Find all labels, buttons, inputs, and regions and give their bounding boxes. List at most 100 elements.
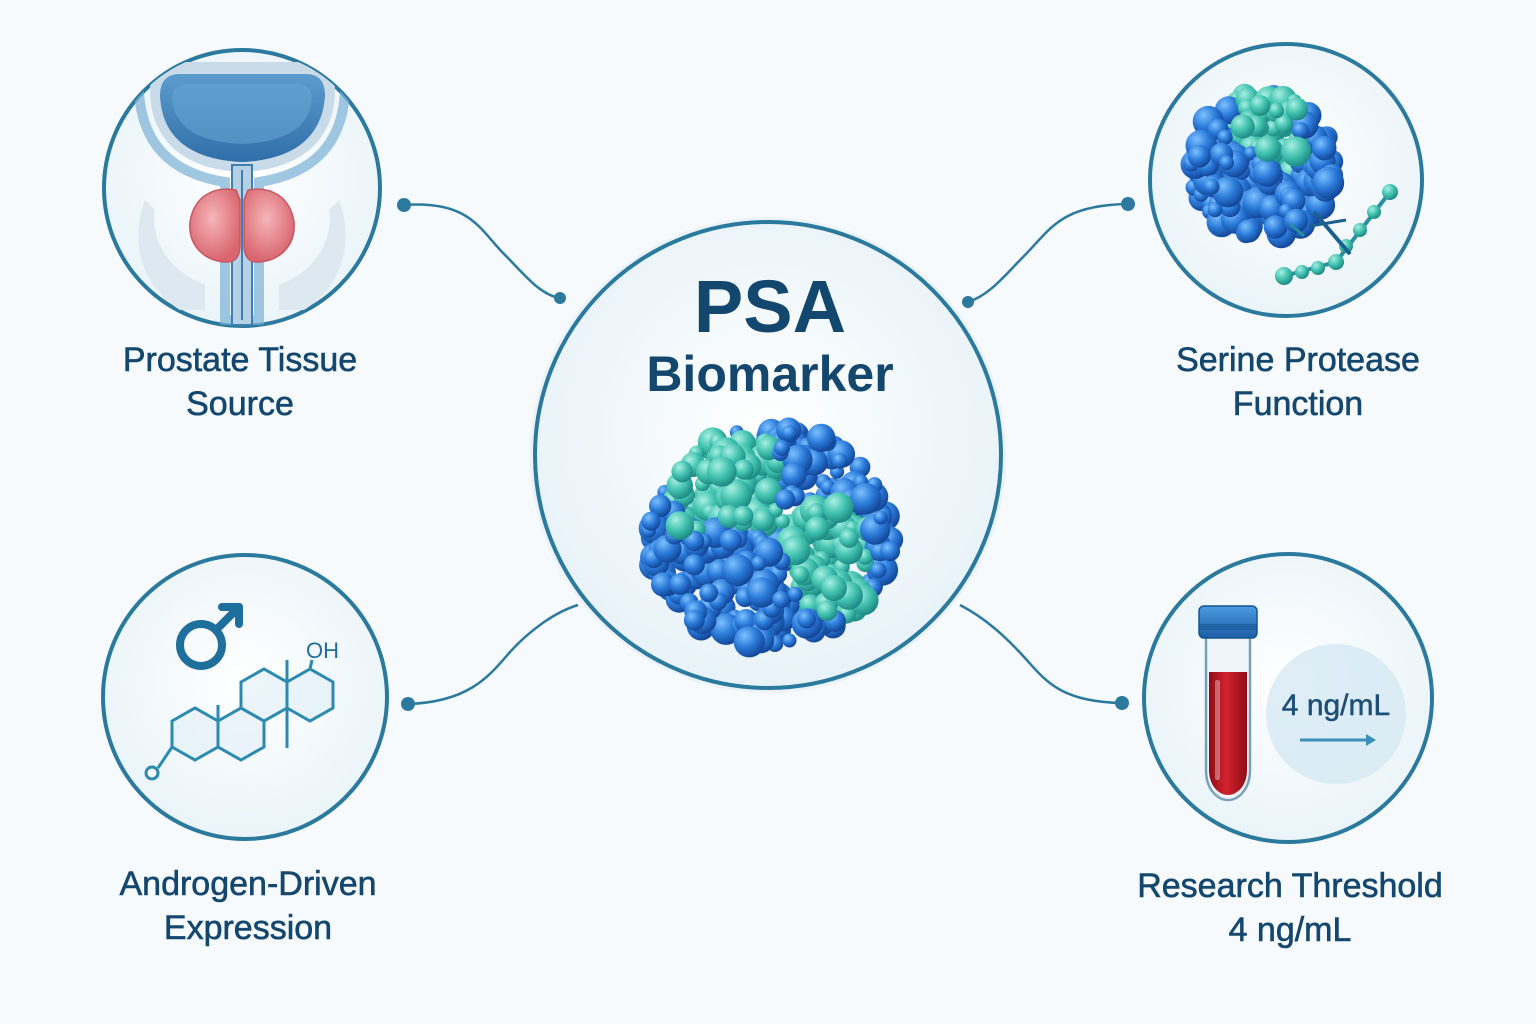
protein-atom (1203, 178, 1220, 195)
protein-atom (1284, 208, 1309, 233)
androgen-label-line1: Androgen-Driven (119, 865, 377, 904)
protein-atom (787, 586, 803, 602)
protein-atom (772, 590, 790, 609)
blood-tube-icon (1198, 605, 1258, 802)
protein-atom (719, 529, 742, 552)
protein-atom (733, 459, 754, 480)
protein-atom (1252, 158, 1282, 187)
protein-atom (1212, 176, 1244, 208)
prostate-lobe-right (243, 188, 295, 263)
connector-bottom-right (959, 603, 1129, 710)
protein-atom (1219, 155, 1235, 171)
protein-atom (1285, 97, 1309, 121)
protein-atom (683, 554, 705, 576)
protein-atom (1268, 102, 1284, 119)
androgen-label-line2: Expression (163, 909, 333, 948)
connector-top-left (397, 198, 566, 304)
center-node (530, 217, 1006, 693)
protease-label-line2: Function (1232, 385, 1364, 424)
protein-atom (820, 575, 847, 601)
prostate-illustration (133, 59, 351, 326)
protein-atom (751, 508, 775, 532)
protein-atom (1311, 135, 1337, 161)
protein-atom (781, 462, 807, 488)
protein-atom (839, 528, 859, 548)
psa-protein-structure (638, 417, 904, 658)
prostate-label-line2: Source (186, 385, 294, 424)
steroid-molecule-icon (144, 659, 335, 781)
protein-atom (774, 489, 796, 510)
threshold-label-line2: 4 ng/mL (1228, 911, 1352, 950)
protein-atom (733, 505, 754, 526)
protein-atom (775, 514, 790, 529)
protein-atom (773, 440, 790, 456)
protein-atom (721, 554, 754, 587)
protein-atom (706, 456, 737, 487)
protease-protein (1180, 83, 1345, 249)
peptide-chain (1275, 184, 1398, 285)
protein-atom (1291, 122, 1310, 140)
protease-label: Serine Protease Function (1098, 338, 1498, 426)
prostate-label: Prostate Tissue Source (40, 338, 440, 426)
protein-atom (822, 492, 854, 524)
protein-atom (651, 572, 676, 597)
threshold-label-line1: Research Threshold (1137, 867, 1443, 906)
androgen-label: Androgen-Driven Expression (48, 862, 448, 950)
protein-atom (797, 610, 816, 629)
protein-atom (1207, 202, 1223, 218)
protein-atom (1187, 144, 1211, 168)
threshold-badge-bg (1266, 644, 1406, 784)
protein-atom (1254, 135, 1281, 162)
protein-atom (1263, 215, 1288, 239)
connector-top-right (962, 197, 1135, 308)
protein-atom (807, 423, 836, 453)
protein-atom (873, 510, 888, 525)
protein-atom (831, 453, 848, 469)
threshold-node: 4 ng/mL (1142, 552, 1434, 844)
protein-atom (880, 541, 901, 562)
protein-atom (805, 516, 830, 541)
protein-atom (649, 494, 672, 518)
protein-atom (816, 600, 838, 621)
protein-atom (683, 609, 705, 631)
prostate-label-line1: Prostate Tissue (122, 341, 358, 380)
protein-atom (733, 626, 765, 658)
protein-atom (1230, 114, 1255, 139)
protein-atom (870, 561, 887, 579)
protein-atom (1249, 95, 1271, 116)
protein-atom (754, 477, 782, 505)
center-title: PSA (693, 265, 847, 348)
protein-atom (781, 425, 798, 441)
prostate-lobe-left (189, 188, 241, 263)
protease-node (1148, 42, 1424, 318)
protein-atom (720, 479, 752, 511)
protease-label-line1: Serine Protease (1176, 341, 1420, 380)
threshold-label: Research Threshold 4 ng/mL (1090, 864, 1490, 952)
protein-atom (669, 573, 691, 595)
center-subtitle: Biomarker (646, 346, 894, 402)
protein-atom (665, 511, 695, 540)
protein-atom (1217, 129, 1233, 145)
cleavage-mark (1312, 210, 1352, 256)
arrow-right-icon (1300, 734, 1376, 746)
androgen-node: OH (101, 553, 389, 841)
protein-atom (751, 555, 767, 571)
connector-bottom-left (401, 603, 579, 711)
protein-atom (1243, 146, 1258, 161)
protein-atom (782, 633, 797, 648)
protein-atom (791, 565, 810, 584)
protein-atom (699, 583, 719, 603)
hydroxyl-label: OH (306, 638, 339, 663)
protein-atom (746, 577, 777, 608)
threshold-badge-value: 4 ng/mL (1282, 689, 1390, 722)
protein-atom (849, 483, 882, 515)
prostate-node (102, 48, 382, 328)
protein-atom (641, 511, 661, 531)
protein-atom (1312, 166, 1345, 199)
male-symbol-icon (176, 603, 243, 670)
protein-atom (1281, 136, 1312, 167)
protein-atom (1237, 219, 1261, 243)
protein-atom (671, 460, 693, 483)
protein-atom (1274, 114, 1294, 133)
